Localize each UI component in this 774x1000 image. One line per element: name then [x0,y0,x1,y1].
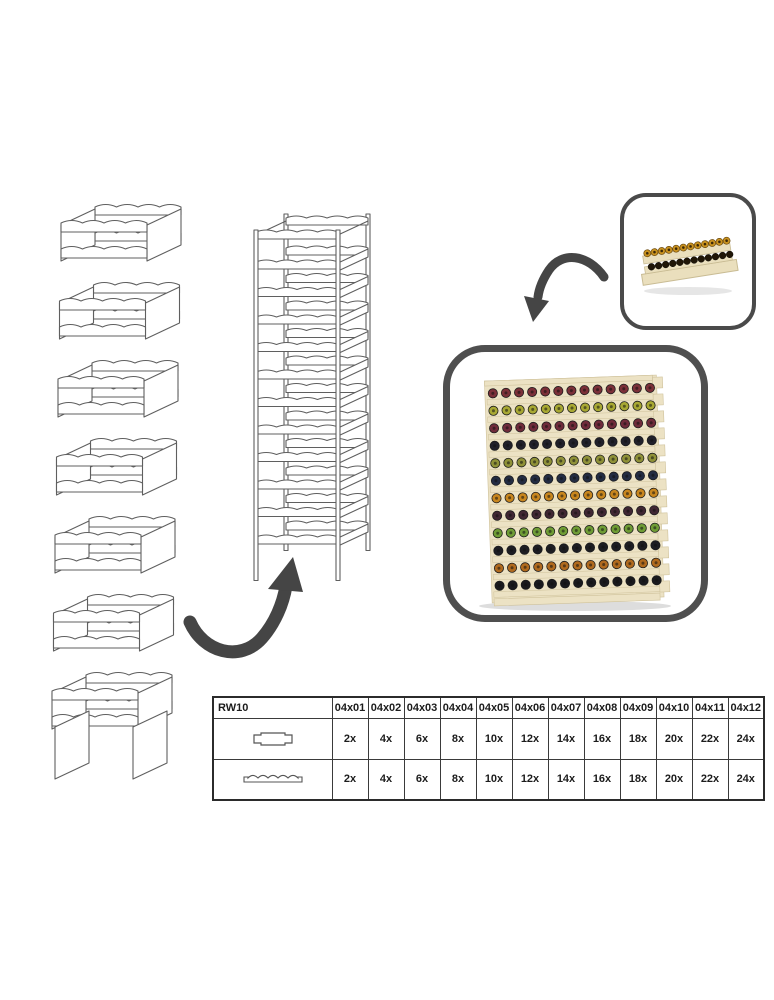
size-header: 04x08 [583,696,621,719]
qty-cell: 4x [367,758,405,801]
size-header: 04x05 [475,696,513,719]
qty-cell: 8x [439,758,477,801]
qty-cell: 22x [691,758,729,801]
qty-cell: 8x [439,717,477,760]
size-header: 04x10 [655,696,693,719]
table-header-row: RW10 04x01 04x02 04x03 04x04 04x05 04x06… [212,696,765,719]
size-header: 04x04 [439,696,477,719]
qty-cell: 22x [691,717,729,760]
qty-cell: 12x [511,758,549,801]
qty-cell: 18x [619,717,657,760]
qty-cell: 2x [331,717,369,760]
qty-cell: 16x [583,717,621,760]
qty-cell: 24x [727,717,765,760]
qty-cell: 6x [403,717,441,760]
table-row: 2x 4x 6x 8x 10x 12x 14x 16x 18x 20x 22x … [212,758,765,801]
size-header: 04x01 [331,696,369,719]
qty-cell: 14x [547,758,585,801]
qty-cell: 20x [655,758,693,801]
model-label: RW10 [212,696,333,719]
qty-cell: 20x [655,717,693,760]
qty-cell: 12x [511,717,549,760]
single-row-module-photo [620,193,756,330]
parts-table: RW10 04x01 04x02 04x03 04x04 04x05 04x06… [212,696,765,801]
side-support-part-icon [253,731,293,746]
qty-cell: 6x [403,758,441,801]
size-header: 04x09 [619,696,657,719]
size-header: 04x02 [367,696,405,719]
size-header: 04x03 [403,696,441,719]
size-header: 04x12 [727,696,765,719]
full-rack-image [479,374,671,611]
qty-cell: 18x [619,758,657,801]
part-cell [212,758,333,801]
qty-cell: 16x [583,758,621,801]
qty-cell: 24x [727,758,765,801]
size-header: 04x07 [547,696,585,719]
table-row: 2x 4x 6x 8x 10x 12x 14x 16x 18x 20x 22x … [212,717,765,760]
qty-cell: 14x [547,717,585,760]
size-header: 04x06 [511,696,549,719]
single-row-module-image [640,236,739,295]
full-rack-photo [443,345,708,622]
size-header: 04x11 [691,696,729,719]
qty-cell: 4x [367,717,405,760]
qty-cell: 10x [475,717,513,760]
qty-cell: 2x [331,758,369,801]
qty-cell: 10x [475,758,513,801]
part-cell [212,717,333,760]
wavy-rail-part-icon [243,775,303,783]
